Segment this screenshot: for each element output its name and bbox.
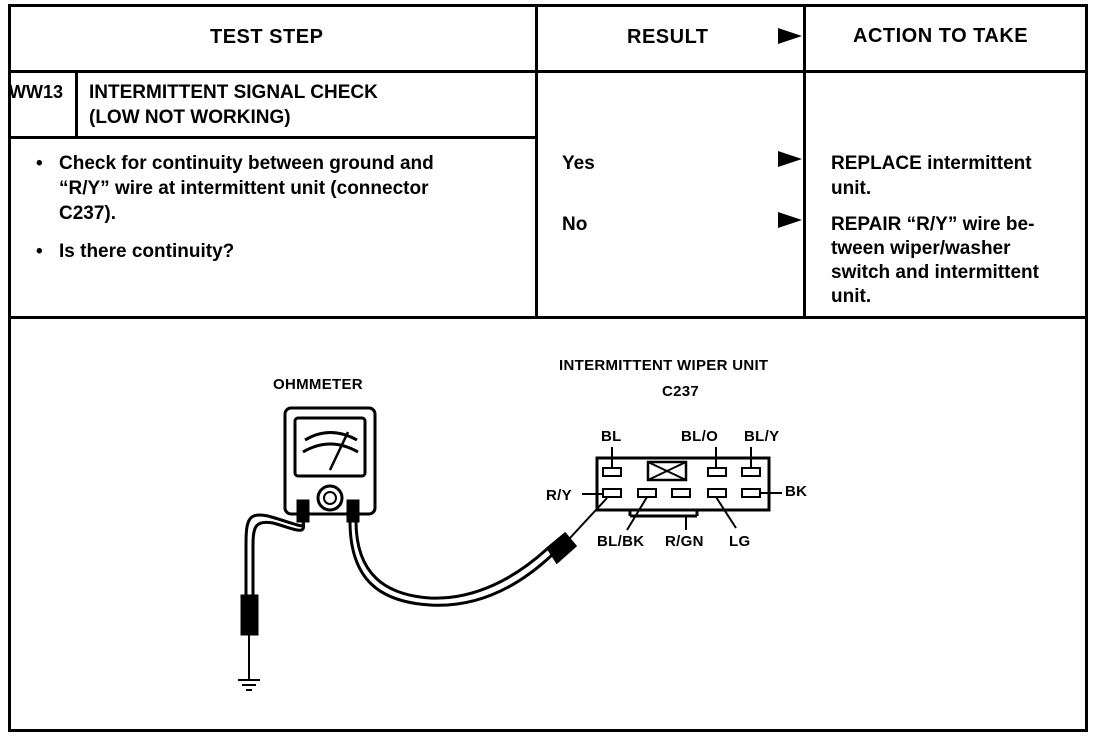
pin-label-rgn: R/GN [665,533,704,550]
header-action: ACTION TO TAKE [853,25,1029,47]
pin-leaders [582,447,782,531]
action-no-line2: tween wiper/washer [831,238,1011,259]
positive-lead [348,497,608,607]
result-no: No [562,214,588,235]
column-divider-2 [803,4,806,318]
pin-label-bly: BL/Y [744,428,780,445]
action-no-line1: REPAIR “R/Y” wire be- [831,214,1035,235]
step-title-line1: INTERMITTENT SIGNAL CHECK [89,82,378,103]
action-yes-line2: unit. [831,178,872,199]
header-test-step: TEST STEP [210,26,324,48]
pin-label-blbk: BL/BK [597,533,645,550]
wiper-unit-label: INTERMITTENT WIPER UNIT [559,357,769,374]
test-step-table [8,4,1088,732]
header-arrow-icon [778,28,802,44]
header-divider [8,70,1088,73]
yes-arrow-icon [778,151,802,167]
action-no-line3: switch and intermittent [831,262,1039,283]
procedure-bullet2: Is there continuity? [59,241,235,262]
header-result: RESULT [627,26,709,48]
action-no-line4: unit. [831,286,872,307]
pin-label-bk: BK [785,483,808,500]
action-yes-line1: REPLACE intermittent [831,153,1032,174]
procedure-bullet1-line2: “R/Y” wire at intermittent unit (connect… [59,178,429,199]
step-title-line2: (LOW NOT WORKING) [89,107,291,128]
bullet-dot-1: • [36,153,43,174]
ohmmeter-icon [283,406,377,523]
pin-label-blo: BL/O [681,428,719,445]
connector-c237-icon [595,456,771,518]
procedure-bullet1-line1: Check for continuity between ground and [59,153,434,174]
bullet-dot-2: • [36,241,43,262]
step-id: WW13 [9,82,63,102]
pin-label-lg: LG [729,533,751,550]
step-id-divider [75,70,78,138]
procedure-bullet1-line3: C237). [59,203,117,224]
result-yes: Yes [562,153,595,174]
connector-label: C237 [662,383,700,400]
no-arrow-icon [778,212,802,228]
column-divider-1 [535,4,538,318]
pin-label-ry: R/Y [546,487,572,504]
ground-lead [238,513,306,691]
step-title-divider [8,136,538,139]
ohmmeter-label: OHMMETER [273,376,363,393]
diagram-divider [8,316,1088,319]
pin-label-bl: BL [601,428,622,445]
